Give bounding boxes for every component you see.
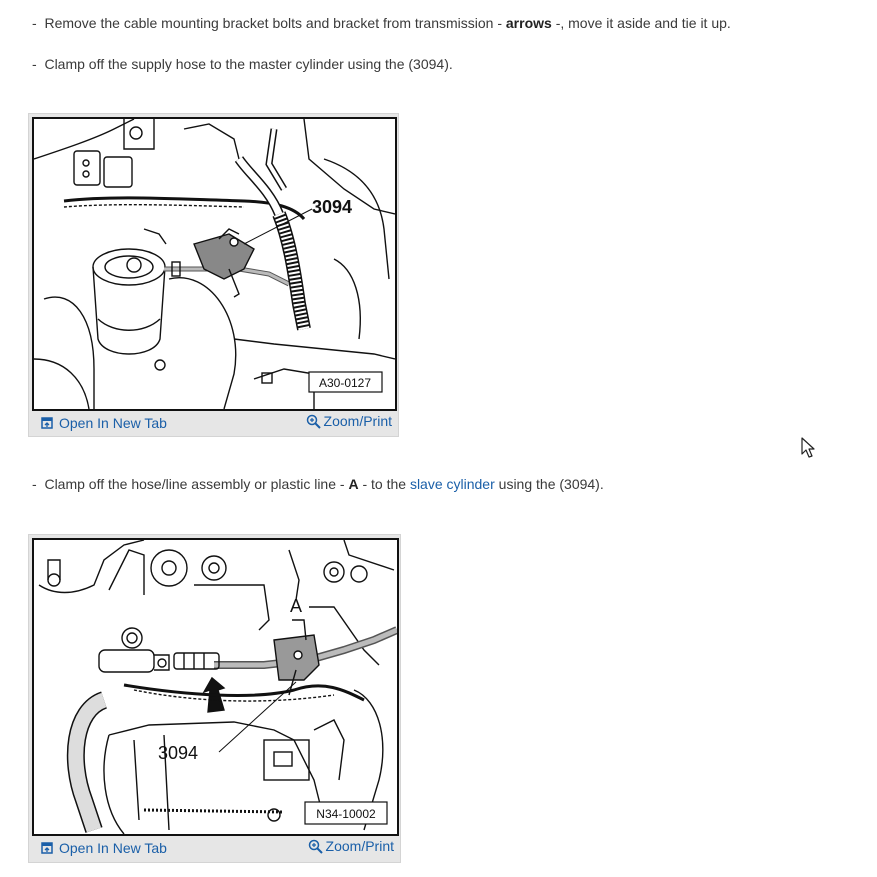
step-dash: -	[32, 15, 37, 31]
step-text: Remove the cable mounting bracket bolts …	[44, 15, 506, 31]
open-in-new-tab-icon	[41, 842, 53, 854]
diagram-slave-cylinder-clamp[interactable]: A 3094 N34-10002	[32, 538, 399, 836]
zoom-print-label: Zoom/Print	[325, 838, 394, 854]
zoom-magnifier-icon	[308, 839, 323, 854]
diagram-callout-3094: 3094	[158, 743, 198, 763]
step-text-mid: - to the	[358, 476, 410, 492]
figure-toolbar: Open In New Tab Zoom/Print	[29, 410, 398, 436]
open-in-new-tab-label: Open In New Tab	[59, 415, 167, 431]
zoom-print-link[interactable]: Zoom/Print	[306, 413, 392, 429]
zoom-magnifier-icon	[306, 414, 321, 429]
figure-toolbar: Open In New Tab Zoom/Print	[29, 835, 400, 861]
step-bold-term: A	[348, 476, 359, 492]
open-in-new-tab-link[interactable]: Open In New Tab	[41, 840, 167, 856]
open-in-new-tab-icon	[41, 417, 53, 429]
figure-id-label: A30-0127	[319, 376, 371, 390]
slave-cylinder-link[interactable]: slave cylinder	[409, 476, 495, 492]
figure-a30-0127: 3094 A30-0127 Open In New Tab Zoom/Print	[28, 113, 399, 437]
open-in-new-tab-label: Open In New Tab	[59, 840, 167, 856]
step-dash: -	[32, 476, 37, 492]
figure-n34-10002: A 3094 N34-10002 Open In New Tab Zoom/Pr…	[28, 534, 401, 863]
diagram-callout-a: A	[290, 596, 302, 616]
diagram-drawing: A 3094 N34-10002	[38, 540, 397, 834]
step-text-end: using the (3094).	[494, 476, 604, 492]
open-in-new-tab-link[interactable]: Open In New Tab	[41, 415, 167, 431]
figure-id-label: N34-10002	[316, 807, 376, 821]
zoom-print-link[interactable]: Zoom/Print	[308, 838, 394, 854]
step-clamp-slave-line: - Clamp off the hose/line assembly or pl…	[32, 475, 604, 493]
step-text-end: -, move it aside and tie it up.	[551, 15, 731, 31]
step-clamp-supply-hose: - Clamp off the supply hose to the maste…	[32, 55, 453, 73]
step-remove-bracket: - Remove the cable mounting bracket bolt…	[32, 14, 731, 32]
diagram-callout-3094: 3094	[312, 197, 352, 217]
mouse-pointer-icon	[801, 437, 815, 458]
step-text: Clamp off the hose/line assembly or plas…	[44, 476, 349, 492]
diagram-drawing: 3094 A30-0127	[34, 119, 395, 409]
step-text: Clamp off the supply hose to the master …	[44, 56, 453, 72]
step-bold-term: arrows	[505, 15, 552, 31]
zoom-print-label: Zoom/Print	[323, 413, 392, 429]
step-dash: -	[32, 56, 37, 72]
diagram-master-cylinder-clamp[interactable]: 3094 A30-0127	[32, 117, 397, 411]
